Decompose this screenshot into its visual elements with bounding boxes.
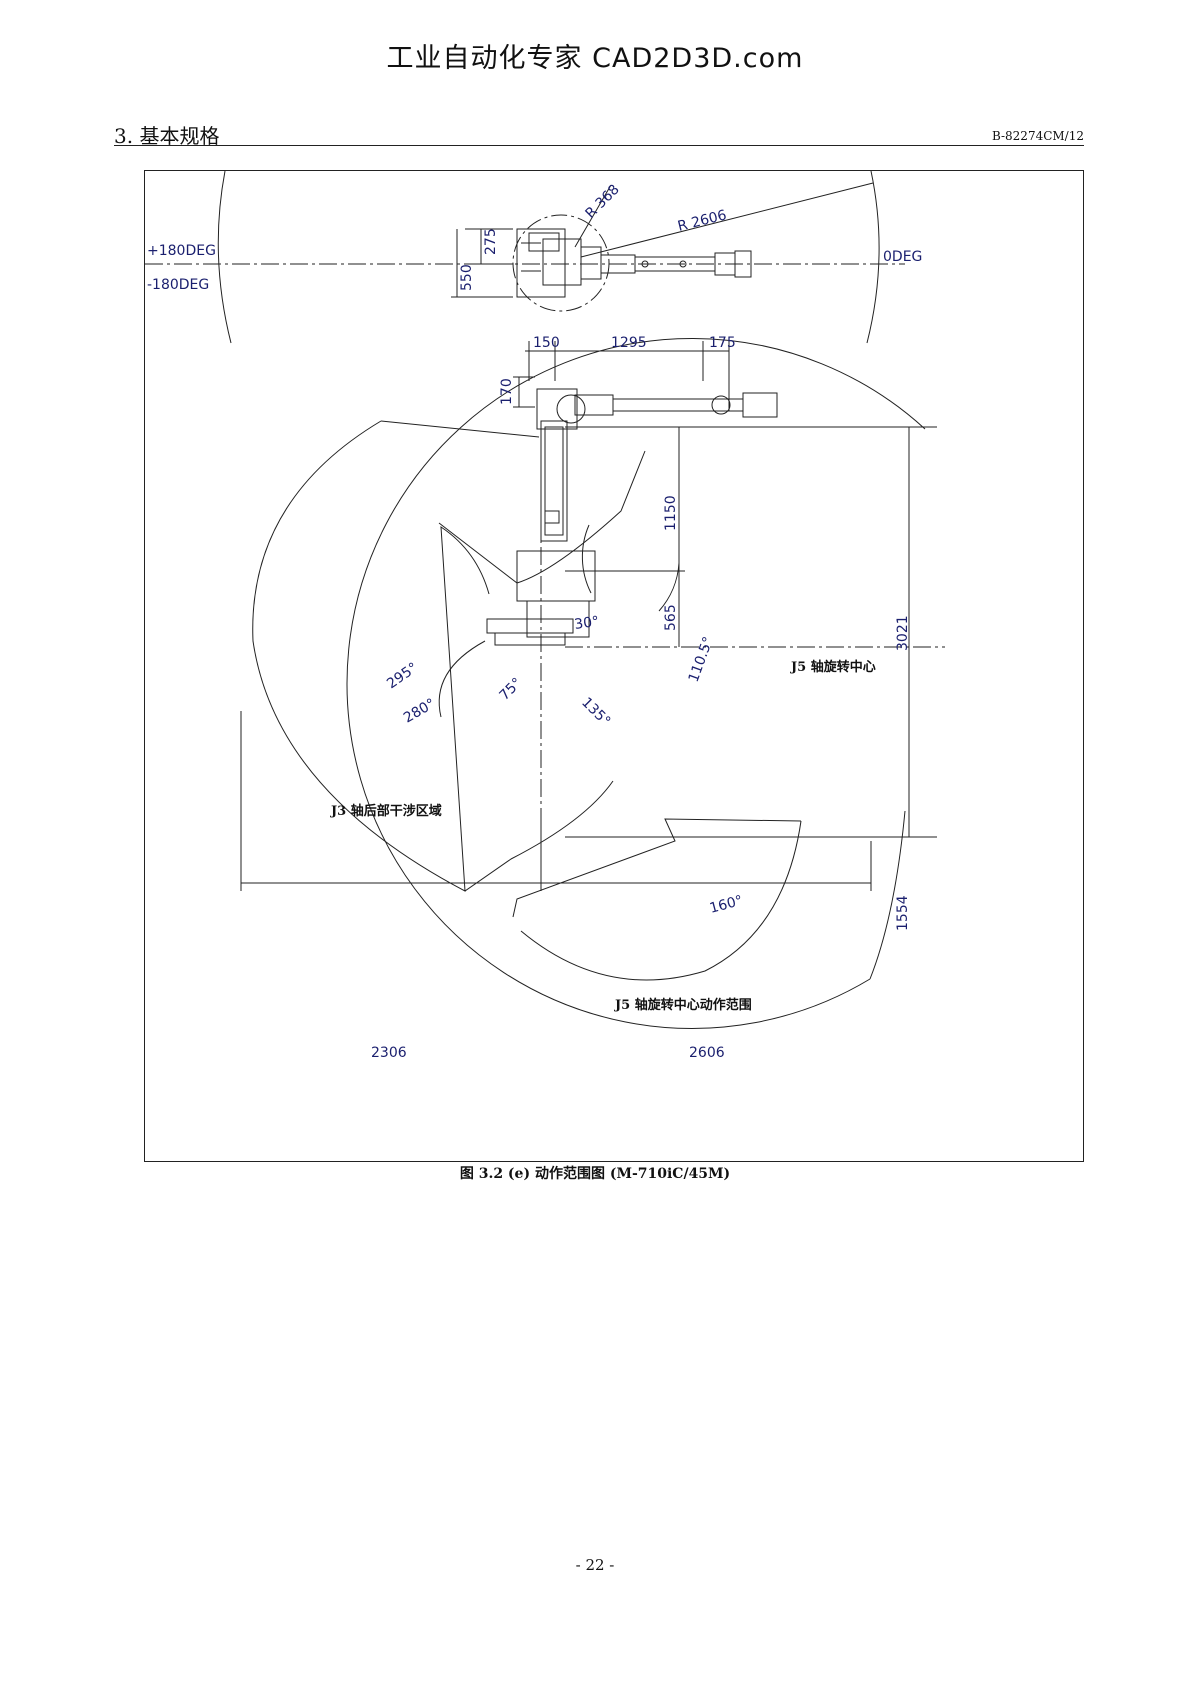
right-envelope-edge: [869, 810, 906, 980]
r368-leader: [574, 184, 612, 248]
dim-3021: 3021: [895, 615, 911, 651]
r2606-leader: [580, 182, 874, 258]
watermark-text: 工业自动化专家 CAD2D3D.com: [386, 43, 804, 74]
dim-550: 550: [459, 264, 475, 291]
angle-280: 280°: [401, 696, 438, 727]
radius-2606: R 2606: [676, 207, 728, 235]
angle-minus-180: -180DEG: [147, 277, 209, 293]
angle-plus-180: +180DEG: [147, 243, 216, 259]
dim-2306: 2306: [371, 1045, 407, 1061]
dim-275: 275: [483, 228, 499, 255]
dim-565: 565: [663, 604, 679, 631]
dim-170: 170: [499, 378, 515, 405]
upper-limit-line: [380, 420, 540, 438]
j5-range-arc: [520, 820, 802, 981]
dim-2606: 2606: [689, 1045, 725, 1061]
angle-110-5: 110.5°: [686, 635, 717, 685]
dim-1295: 1295: [611, 335, 647, 351]
figure-frame: +180DEG -180DEG 0DEG R 368 R 2606 275 55…: [144, 170, 1084, 1162]
top-view-base-circle: [512, 214, 610, 312]
dim-1554: 1554: [895, 895, 911, 931]
radius-368: R 368: [583, 182, 623, 222]
top-view-left-arc: [217, 171, 232, 344]
lower-limit-line: [512, 818, 802, 918]
angle-160: 160°: [708, 893, 745, 917]
top-view-robot: [516, 228, 752, 298]
top-view-right-arc: [866, 171, 880, 344]
dim-1150: 1150: [663, 495, 679, 531]
angle-zero: 0DEG: [883, 249, 922, 265]
dim-175: 175: [709, 335, 736, 351]
angle-135: 135°: [578, 695, 613, 730]
document-code: B-82274CM/12: [991, 129, 1084, 143]
angle-30: 30°: [573, 614, 600, 633]
page-number: - 22 -: [575, 1556, 615, 1574]
section-title: 3. 基本规格: [114, 124, 220, 148]
lower-inner-envelope: [464, 780, 614, 892]
figure-caption: 图 3.2 (e) 动作范围图 (M-710iC/45M): [459, 1166, 731, 1182]
j2-forward-line: [516, 450, 646, 584]
annotation-labels: J5 轴旋转中心 J3 轴后部干涉区域 J5 轴旋转中心动作范围: [330, 659, 876, 1013]
top-view-labels: +180DEG -180DEG 0DEG R 368 R 2606 275 55…: [147, 182, 922, 293]
j3-interference-label: J3 轴后部干涉区域: [330, 803, 442, 819]
motion-range-drawing: +180DEG -180DEG 0DEG R 368 R 2606 275 55…: [145, 171, 945, 1061]
dim-150: 150: [533, 335, 560, 351]
j3-rear-envelope: [252, 420, 490, 892]
j5-center-label: J5 轴旋转中心: [790, 659, 876, 675]
j3-inner-curve: [438, 640, 486, 718]
main-reach-envelope: [346, 338, 926, 1029]
angle-75: 75°: [497, 675, 526, 704]
j5-range-label: J5 轴旋转中心动作范围: [614, 997, 752, 1013]
j5-sweep-line: [438, 522, 518, 584]
side-view-robot: [486, 388, 778, 646]
angle-295: 295°: [384, 660, 421, 692]
header-divider: [114, 145, 1084, 146]
